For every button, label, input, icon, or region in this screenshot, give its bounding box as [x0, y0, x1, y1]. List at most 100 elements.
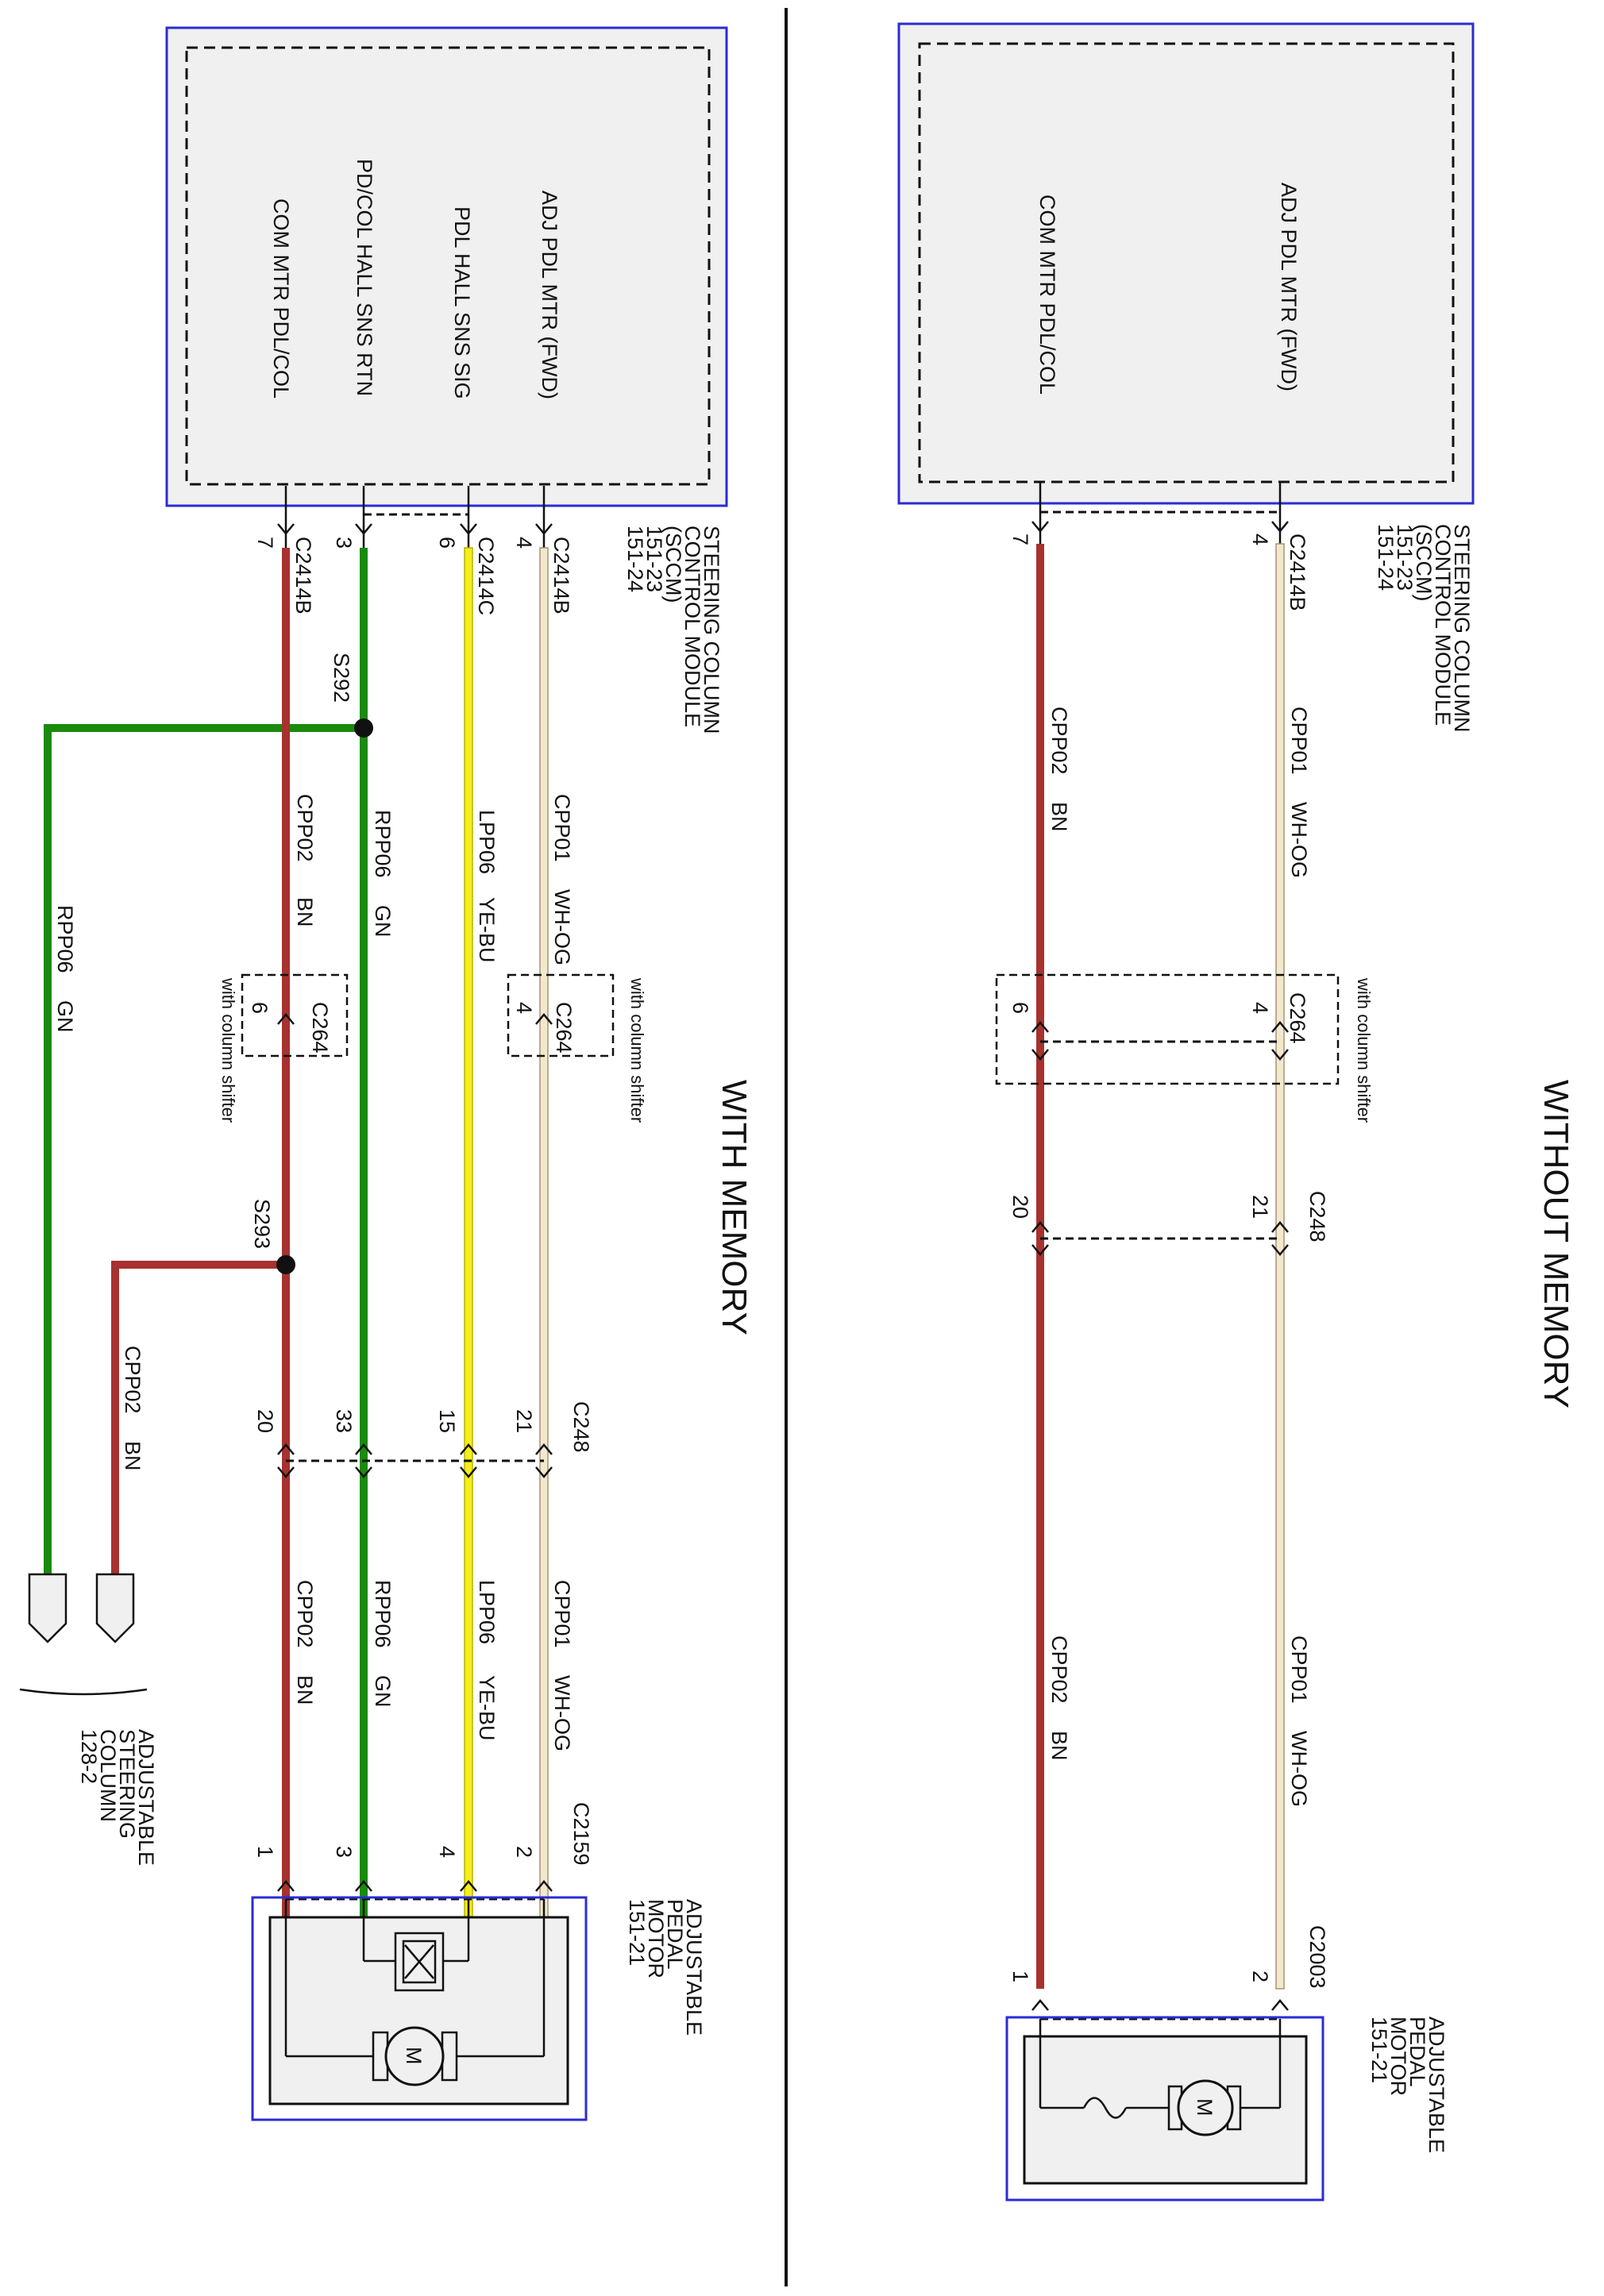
sccm-module-inner: [185, 46, 711, 486]
svg-text:(SCCM): (SCCM): [1412, 524, 1436, 601]
svg-text:PEDAL: PEDAL: [1405, 2017, 1429, 2087]
svg-text:WH-OG: WH-OG: [1287, 1731, 1311, 1807]
svg-text:C264: C264: [1286, 992, 1309, 1044]
svg-text:C2003: C2003: [1305, 1925, 1329, 1989]
pin-module-3: 3: [332, 537, 356, 549]
svg-text:4: 4: [1248, 534, 1272, 545]
svg-text:151-23: 151-23: [642, 526, 666, 592]
svg-text:4: 4: [512, 1002, 536, 1014]
conn-c2414b-a: C2414B: [549, 537, 573, 614]
c248-without-memory: C248 21 20: [1008, 1191, 1329, 1256]
wire-cpp01-nm: [1275, 543, 1285, 1990]
svg-text:BN: BN: [293, 897, 317, 927]
c248-with-memory: C248 21 15 33 20: [253, 1401, 593, 1478]
svg-text:LPP06: LPP06: [475, 1580, 499, 1644]
svg-text:C264: C264: [552, 1002, 576, 1054]
svg-text:CONTROL MODULE: CONTROL MODULE: [681, 526, 704, 727]
svg-text:CPP01: CPP01: [550, 1580, 574, 1648]
sccm-module-name-nm: STEERING COLUMN CONTROL MODULE (SCCM) 15…: [1374, 524, 1474, 733]
svg-text:151-21: 151-21: [625, 1899, 649, 1966]
svg-text:WH-OG: WH-OG: [550, 1675, 574, 1751]
c2159: C2159 2 4 3 1: [253, 1802, 593, 1901]
conn-c2414c: C2414C: [474, 537, 498, 615]
svg-text:STEERING COLUMN: STEERING COLUMN: [1450, 524, 1474, 733]
svg-text:(SCCM): (SCCM): [661, 526, 685, 603]
svg-text:1: 1: [1008, 1970, 1032, 1982]
c264-with-memory: C264 4 C264 6 with column shifter with c…: [218, 973, 647, 1123]
svg-text:151-24: 151-24: [1374, 524, 1398, 591]
svg-text:1: 1: [253, 1846, 277, 1858]
svg-text:with column shifter: with column shifter: [218, 977, 238, 1123]
svg-text:CPP02: CPP02: [293, 1580, 317, 1648]
pin-module-4: 4: [512, 537, 536, 549]
svg-text:6: 6: [1008, 1002, 1032, 1014]
svg-text:CPP01: CPP01: [1287, 1635, 1311, 1704]
svg-text:C2414B: C2414B: [1286, 534, 1309, 611]
svg-text:LPP06: LPP06: [475, 810, 499, 874]
svg-text:ADJUSTABLE: ADJUSTABLE: [682, 1899, 706, 2036]
svg-text:BN: BN: [293, 1675, 317, 1705]
splice-s292: [354, 718, 373, 738]
without-memory-section: WITHOUT MEMORY ADJ PDL MTR (FWD) COM MTR…: [897, 22, 1575, 2202]
svg-text:YE-BU: YE-BU: [475, 1675, 499, 1741]
signal-com-mtr-pdl-col-nm: COM MTR PDL/COL: [1035, 195, 1059, 395]
conn-c2414b-b: C2414B: [291, 537, 315, 614]
svg-text:with column shifter: with column shifter: [1354, 977, 1374, 1123]
svg-text:21: 21: [512, 1409, 536, 1433]
pin-module-7: 7: [253, 537, 277, 549]
svg-text:GN: GN: [371, 905, 395, 938]
with-memory-title: WITH MEMORY: [715, 1080, 754, 1335]
svg-text:151-21: 151-21: [1367, 2017, 1391, 2083]
signal-pdl-hall-sns-sig: PDL HALL SNS SIG: [450, 206, 474, 399]
wire-rpp06: [44, 548, 368, 1977]
svg-text:CONTROL MODULE: CONTROL MODULE: [1431, 524, 1455, 726]
svg-text:2: 2: [1248, 1970, 1272, 1982]
svg-text:128-2: 128-2: [77, 1729, 101, 1784]
svg-text:STEERING: STEERING: [115, 1729, 139, 1839]
svg-text:GN: GN: [53, 1000, 77, 1033]
signal-com-mtr-pdl-col: COM MTR PDL/COL: [269, 198, 293, 399]
wire-lpp06: [464, 547, 473, 1978]
svg-text:ADJUSTABLE: ADJUSTABLE: [134, 1729, 158, 1866]
svg-text:33: 33: [332, 1409, 356, 1433]
svg-text:YE-BU: YE-BU: [475, 897, 499, 963]
signal-adj-pdl-mtr-nm: ADJ PDL MTR (FWD): [1277, 183, 1301, 391]
c2003: C2003 2 1: [1008, 1925, 1329, 2021]
svg-text:RPP06: RPP06: [371, 1580, 395, 1648]
svg-text:C264: C264: [308, 1002, 332, 1054]
motor-name: ADJUSTABLE PEDAL MOTOR 151-21: [625, 1899, 706, 2036]
svg-text:BN: BN: [121, 1441, 145, 1471]
svg-text:15: 15: [435, 1409, 459, 1433]
signal-pd-col-hall-sns-rtn: PD/COL HALL SNS RTN: [353, 159, 376, 396]
svg-text:COLUMN: COLUMN: [96, 1729, 120, 1822]
svg-text:2: 2: [512, 1846, 536, 1858]
svg-text:S292: S292: [330, 653, 353, 703]
svg-text:BN: BN: [1047, 1731, 1071, 1761]
svg-text:20: 20: [1008, 1195, 1032, 1219]
sccm-module-name: STEERING COLUMN CONTROL MODULE (SCCM) 15…: [623, 526, 723, 734]
wire-cpp01: [539, 547, 549, 1978]
adjustable-pedal-motor-box: [251, 1896, 588, 2121]
svg-text:21: 21: [1248, 1195, 1272, 1219]
svg-text:151-24: 151-24: [623, 526, 647, 592]
svg-text:20: 20: [253, 1409, 277, 1433]
sccm-module-box: [165, 26, 728, 507]
with-memory-section: WITH MEMORY ADJ PDL MTR (FWD) PDL HALL S…: [19, 26, 754, 2121]
svg-text:151-23: 151-23: [1393, 524, 1417, 591]
svg-text:M: M: [1193, 2098, 1216, 2117]
motor-name-nm: ADJUSTABLE PEDAL MOTOR 151-21: [1367, 2017, 1448, 2153]
steering-column-name: ADJUSTABLE STEERING COLUMN 128-2: [77, 1729, 158, 1866]
svg-text:with column shifter: with column shifter: [627, 977, 647, 1123]
svg-text:ADJUSTABLE: ADJUSTABLE: [1425, 2017, 1448, 2153]
svg-text:CPP02: CPP02: [293, 794, 317, 862]
svg-text:C248: C248: [1305, 1191, 1329, 1242]
svg-text:WH-OG: WH-OG: [550, 889, 574, 965]
svg-text:STEERING COLUMN: STEERING COLUMN: [700, 526, 723, 734]
signal-adj-pdl-mtr: ADJ PDL MTR (FWD): [538, 191, 561, 399]
svg-text:CPP02: CPP02: [1047, 707, 1071, 775]
motor-symbol-nm: [1177, 2079, 1234, 2136]
svg-text:BN: BN: [1047, 802, 1071, 832]
svg-text:7: 7: [1008, 534, 1032, 545]
svg-text:S293: S293: [250, 1199, 274, 1249]
